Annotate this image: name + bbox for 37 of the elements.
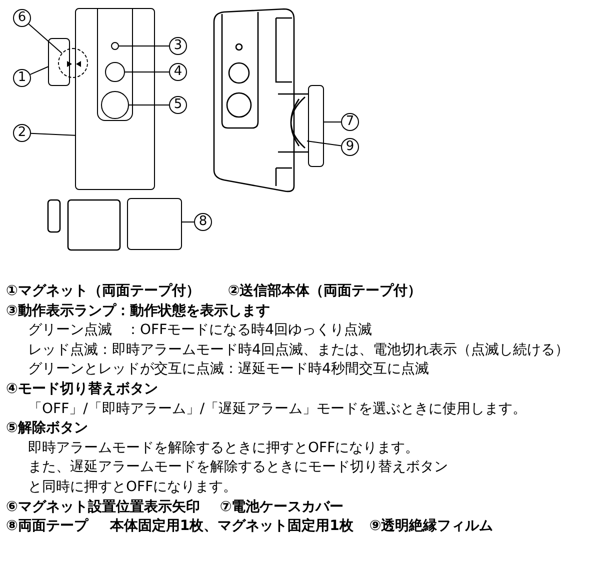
battery-cover (308, 85, 324, 167)
callout-number: 9 (341, 138, 359, 156)
mode-button (104, 62, 125, 82)
description-text: また、遅延アラームモードを解除するときにモード切り替えボタンと同時に押すとOFFになります。 (28, 458, 449, 497)
leader-line (306, 140, 342, 146)
callout-number: 4 (169, 63, 187, 81)
note-text: 本体固定用1枚、マグネット固定用1枚 (110, 517, 354, 536)
description-text: グリーンとレッドが交互に点滅：遅延モード時4秒間交互に点滅 (28, 360, 429, 380)
leader-line (30, 66, 48, 75)
part-heading: ③動作表示ランプ：動作状態を表示します (6, 302, 270, 321)
part-description: ⑨透明絶縁フィルム (369, 517, 494, 536)
part-description: ②送信部本体（両面テープ付） (228, 282, 422, 301)
description-text: グリーン点滅 ：OFFモードになる時4回ゆっくり点滅 (28, 321, 372, 340)
release-button (100, 90, 129, 119)
transmitter-body (75, 8, 155, 190)
callout-number: 5 (169, 96, 187, 114)
callout-number: 1 (13, 69, 31, 87)
description-text: レッド点滅：即時アラームモード時4回点滅、または、電池切れ表示（点滅し続ける） (28, 340, 569, 360)
leader-line (28, 23, 62, 54)
callout-number: 7 (341, 113, 359, 131)
callout-number: 6 (13, 9, 31, 27)
leader-line (30, 132, 76, 136)
part-description: ①マグネット（両面テープ付） (6, 282, 200, 301)
part-heading: ⑤解除ボタン (6, 419, 88, 438)
part-description: ⑥マグネット設置位置表示矢印 (6, 498, 200, 517)
part-description: ⑦電池ケースカバー (220, 498, 344, 517)
part-description: ⑧両面テープ (6, 517, 88, 536)
callout-number: 8 (194, 213, 212, 231)
leader-line (128, 104, 170, 106)
part-heading: ④モード切り替えボタン (6, 380, 158, 399)
callout-number: 2 (13, 124, 31, 142)
description-text: 即時アラームモードを解除するときに押すとOFFになります。 (28, 438, 420, 458)
tape-piece (127, 198, 182, 250)
description-text: 「OFF」/「即時アラーム」/「遅延アラーム」モードを選ぶときに使用します。 (28, 400, 527, 419)
status-lamp (110, 42, 119, 50)
callout-number: 3 (169, 37, 187, 55)
magnet (48, 38, 70, 86)
